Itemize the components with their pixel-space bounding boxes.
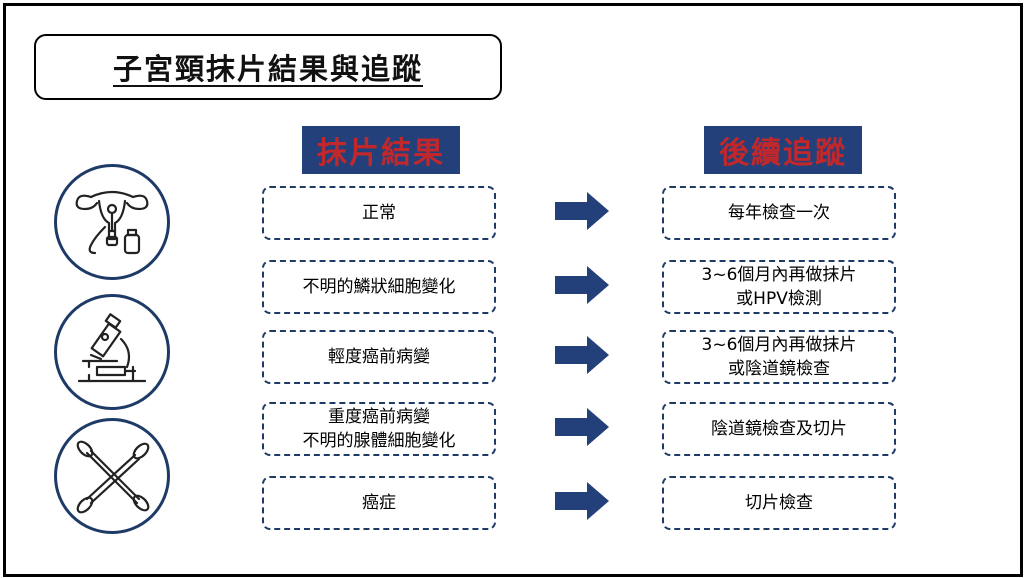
page-title: 子宮頸抹片結果與追蹤 — [112, 52, 423, 86]
followup-label: 陰道鏡檢查及切片 — [711, 419, 847, 439]
arrow-right-icon — [555, 408, 609, 446]
followup-box-ascus: 3~6個月內再做抹片 或HPV檢測 — [662, 260, 896, 314]
microscope-icon-circle — [54, 294, 170, 410]
result-box-lsil: 輕度癌前病變 — [262, 330, 496, 384]
arrow-right-icon — [555, 192, 609, 230]
followup-box-lsil: 3~6個月內再做抹片 或陰道鏡檢查 — [662, 330, 896, 384]
diagram-frame: 子宮頸抹片結果與追蹤 抹片結果 後續追蹤 — [3, 3, 1023, 577]
followup-label: 切片檢查 — [745, 493, 813, 513]
arrow-right-icon — [555, 266, 609, 304]
cotton-swab-icon — [76, 440, 150, 514]
uterus-icon — [75, 190, 149, 255]
followup-label: 每年檢查一次 — [728, 203, 830, 223]
followup-box-normal: 每年檢查一次 — [662, 186, 896, 240]
result-label: 輕度癌前病變 — [328, 347, 430, 367]
arrow-right-icon — [555, 336, 609, 374]
followup-label: 3~6個月內再做抹片 或HPV檢測 — [701, 265, 857, 309]
microscope-icon — [77, 313, 147, 383]
cotton-swab-icon-circle — [54, 418, 170, 534]
result-box-normal: 正常 — [262, 186, 496, 240]
arrow-right-icon — [555, 482, 609, 520]
result-label: 不明的鱗狀細胞變化 — [302, 277, 456, 297]
result-box-hsil: 重度癌前病變 不明的腺體細胞變化 — [262, 402, 496, 456]
title-box: 子宮頸抹片結果與追蹤 — [34, 34, 502, 100]
result-label: 正常 — [362, 203, 396, 223]
uterus-icon-circle — [54, 164, 170, 280]
header-followup: 後續追蹤 — [704, 126, 862, 174]
result-label: 癌症 — [362, 493, 396, 513]
header-followup-label: 後續追蹤 — [719, 136, 847, 171]
followup-box-cancer: 切片檢查 — [662, 476, 896, 530]
header-results-label: 抹片結果 — [317, 136, 445, 171]
followup-box-hsil: 陰道鏡檢查及切片 — [662, 402, 896, 456]
header-results: 抹片結果 — [302, 126, 460, 174]
result-box-cancer: 癌症 — [262, 476, 496, 530]
followup-label: 3~6個月內再做抹片 或陰道鏡檢查 — [701, 335, 857, 379]
result-label: 重度癌前病變 不明的腺體細胞變化 — [302, 407, 456, 451]
result-box-ascus: 不明的鱗狀細胞變化 — [262, 260, 496, 314]
